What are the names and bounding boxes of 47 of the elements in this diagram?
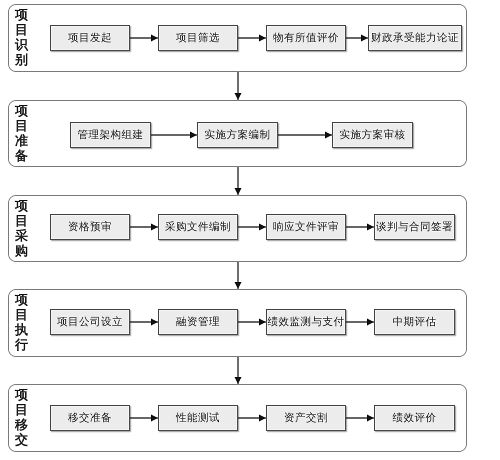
arrow [278,132,332,138]
process-box: 实施方案编制 [197,122,278,148]
arrow [130,318,158,326]
arrow [238,34,266,42]
process-box: 管理架构组建 [70,122,151,148]
stage-title: 项目识别 [15,8,30,68]
process-box: 绩效评价 [374,405,455,431]
stage-title: 项目采购 [15,199,29,259]
arrow [346,414,374,422]
arrow [151,132,197,138]
arrow [130,224,158,230]
arrow [234,357,242,384]
process-box: 采购文件编制 [158,214,238,240]
arrow [130,414,158,422]
arrow [238,224,266,230]
arrow [238,318,266,326]
process-box: 绩效监测与支付 [266,309,346,335]
stage-panel [8,384,467,452]
process-box: 物有所值评价 [266,25,346,51]
arrow [234,167,242,195]
stage-panel [8,4,467,72]
process-box: 项目公司设立 [50,309,130,335]
arrow [130,34,158,42]
process-box: 财政承受能力论证 [368,25,462,51]
arrow [234,72,242,100]
process-box: 性能测试 [158,405,238,431]
arrow [346,318,374,326]
stage-title: 项目执行 [15,293,29,353]
process-box: 项目筛选 [158,25,238,51]
stage-panel [8,289,467,357]
process-box: 谈判与合同签署 [374,214,455,240]
process-box: 融资管理 [158,309,238,335]
stage-panel [8,100,467,167]
arrow [346,224,374,230]
process-box: 实施方案审核 [332,122,413,148]
process-box: 资格预审 [50,214,130,240]
stage-panel [8,195,467,262]
arrow [346,34,368,42]
arrow [234,262,242,289]
process-box: 项目发起 [50,25,130,51]
stage-title: 项目准备 [15,104,29,164]
process-box: 响应文件评审 [266,214,346,240]
process-box: 资产交割 [266,405,346,431]
process-box: 移交准备 [50,405,130,431]
process-box: 中期评估 [374,309,455,335]
arrow [238,414,266,422]
stage-title: 项目移交 [15,388,29,448]
